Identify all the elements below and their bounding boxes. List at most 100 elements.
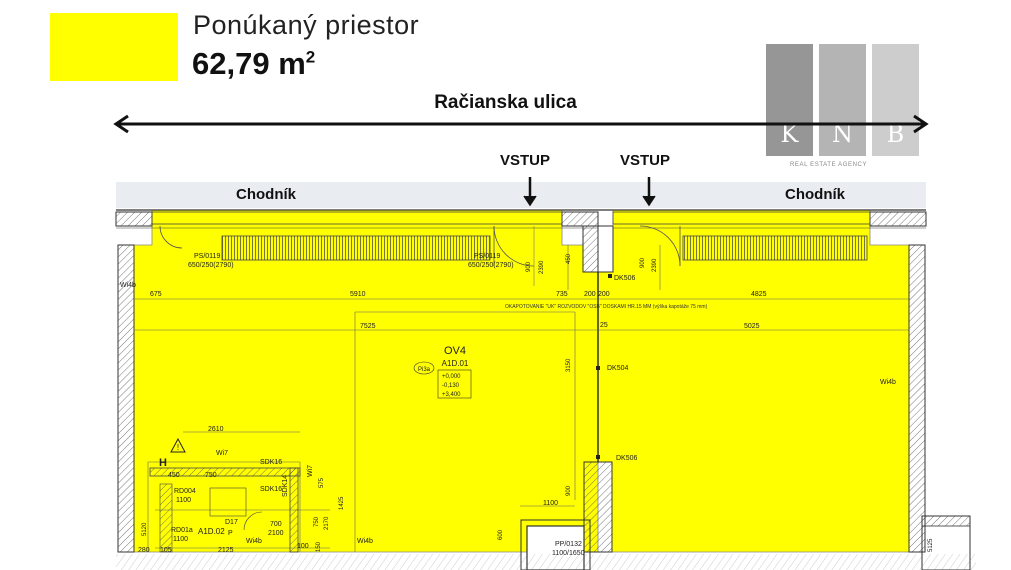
facade-window-right	[612, 211, 871, 225]
entrance-label-left: VSTUP	[500, 152, 551, 169]
room-level-2: -0,130	[442, 383, 460, 389]
rd001a-dim: 1100	[173, 536, 188, 543]
dim-1100: 1100	[543, 500, 558, 507]
plan-note: OKAPOTOVANIE "UK" ROZVODOV "OSB" DOSKAMI…	[505, 304, 708, 310]
logo-letter-n: N	[832, 120, 853, 148]
dim-4825: 4825	[751, 291, 767, 298]
entrance-label-right: VSTUP	[620, 152, 671, 169]
wi4b-bottom-1: Wi4b	[246, 538, 262, 545]
dim-200b: 200	[598, 291, 610, 298]
room-code: OV4	[444, 345, 466, 357]
wall-right	[908, 244, 926, 553]
dim-2125: 2125	[218, 547, 234, 554]
rd004-dim: 1100	[176, 497, 191, 504]
ps1-tag: PS/0119	[194, 253, 220, 260]
sidewalk-label-right: Chodník	[785, 186, 845, 203]
sdk16-a: SDK16	[260, 459, 282, 466]
legend-title: Ponúkaný priestor	[193, 10, 420, 40]
door-dim-a: 700	[270, 521, 282, 528]
h-mark: H	[159, 457, 167, 469]
d17: D17	[225, 519, 238, 526]
dim-750: 750	[205, 472, 217, 479]
dk506-top: DK506	[614, 275, 636, 282]
door-dim-b: 2100	[268, 530, 284, 537]
sdk16-b: SDK16	[260, 486, 282, 493]
room-levels-box	[437, 369, 472, 399]
room-number: A1D.01	[442, 359, 469, 368]
door-swing-right	[639, 225, 681, 267]
radiator-left	[221, 235, 491, 261]
dk504: DK504	[607, 365, 629, 372]
logo-letter-k: K	[780, 120, 799, 148]
dim-200a: 200	[584, 291, 596, 298]
dim-280: 280	[138, 547, 150, 554]
radiator-right	[682, 235, 868, 261]
dim-7525: 7525	[360, 323, 376, 330]
marker-ellipse	[413, 361, 435, 375]
room-level-3: +3,400	[442, 392, 461, 398]
sidewalk-label-left: Chodník	[236, 186, 296, 203]
dim-v-900c: 900	[566, 485, 572, 496]
logo-bar-n: N	[819, 44, 866, 156]
rd004: RD004	[174, 488, 196, 495]
wi7-b: Wi7	[307, 465, 314, 477]
room-level-1: +0,000	[442, 374, 461, 380]
offered-space-area	[133, 209, 910, 553]
dim-v-900a: 900	[526, 261, 532, 272]
logo-bar-k: K	[766, 44, 813, 156]
room-marker: Pi3a	[418, 367, 431, 373]
wi7-a: Wi7	[216, 450, 228, 457]
ps2-dim: 650/250(2790)	[468, 262, 514, 269]
ps2-tag: PS/0119	[474, 253, 500, 260]
wi4b-right: Wi4b	[880, 379, 896, 386]
door-swing-left	[493, 225, 535, 267]
rd001a: RD01a	[171, 527, 193, 534]
entrance-arrow-right	[642, 177, 656, 207]
legend-area-unit: 2	[305, 47, 316, 67]
warning-icon	[170, 437, 186, 453]
legend-swatch	[50, 13, 178, 81]
toilet-partition	[149, 467, 301, 477]
sdk14: SDK14	[282, 475, 289, 497]
dim-25: 25	[600, 322, 608, 329]
dim-v-450: 450	[566, 253, 572, 264]
dim-v-150: 150	[316, 541, 322, 552]
logo-bar-b: B	[872, 44, 919, 156]
sink	[209, 487, 247, 517]
dim-v-1425: 1425	[339, 496, 345, 510]
dim-105: 105	[160, 547, 172, 554]
entrance-arrow-left	[523, 177, 537, 207]
dim-v-600: 600	[498, 529, 504, 540]
dim-675: 675	[150, 291, 162, 298]
dim-v-2390a: 2390	[539, 260, 545, 274]
room2-number: A1D.02	[198, 527, 225, 536]
dim-2610: 2610	[208, 426, 224, 433]
wall-left	[117, 244, 135, 553]
logo-letter-b: B	[886, 120, 905, 148]
street-name: Račianska ulica	[434, 92, 577, 113]
dim-v-2390b: 2390	[652, 258, 658, 272]
dim-100: 100	[297, 543, 309, 550]
bottom-hatch	[116, 554, 976, 570]
dim-v-2170: 2170	[324, 516, 330, 530]
dim-v-575: 575	[319, 477, 325, 488]
pillar-top-core	[597, 225, 614, 273]
facade-window-left	[151, 211, 563, 225]
dim-v-3150: 3150	[566, 358, 572, 372]
pp-dim: 1100/1650	[552, 550, 585, 557]
dim-735: 735	[556, 291, 568, 298]
pillar-top	[582, 225, 599, 273]
dim-v-900b: 900	[640, 257, 646, 268]
sidewalk-band	[116, 182, 926, 208]
street-arrow	[113, 114, 929, 134]
dim-5910: 5910	[350, 291, 366, 298]
logo-subtitle: REAL ESTATE AGENCY	[790, 162, 868, 168]
legend-area: 62,79 m2	[192, 46, 315, 82]
wall-facade-mid	[561, 211, 599, 227]
dim-v-5125: 5125	[928, 538, 934, 552]
svg-text:!: !	[177, 443, 179, 452]
dim-5025: 5025	[744, 323, 760, 330]
legend-area-value: 62,79 m	[192, 46, 306, 81]
p-mark: P	[228, 530, 233, 537]
